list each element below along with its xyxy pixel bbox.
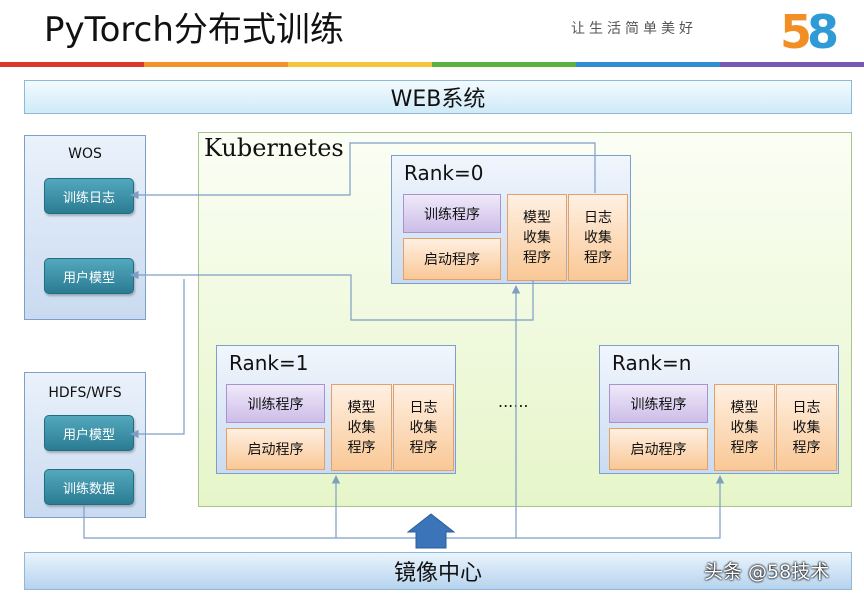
rank-n-log-collector: 日志 收集 程序 xyxy=(776,384,837,471)
hdfs-panel: HDFS/WFS 用户模型 训练数据 xyxy=(24,372,146,518)
rank-0-launcher: 启动程序 xyxy=(403,238,501,280)
slogan-text: 让生活简单美好 xyxy=(571,21,697,37)
stripe-segment xyxy=(144,62,288,67)
header-stripe xyxy=(0,62,864,67)
rank-1-model-collector-label: 模型 收集 程序 xyxy=(347,399,376,456)
rank-0-log-collector-label: 日志 收集 程序 xyxy=(584,209,612,266)
wos-training-log: 训练日志 xyxy=(44,178,134,214)
watermark: 头条 @58技术 xyxy=(704,561,830,583)
web-system-bar: WEB系统 xyxy=(24,80,852,114)
rank-n-train-label: 训练程序 xyxy=(630,396,687,413)
rank-n-log-collector-label: 日志 收集 程序 xyxy=(792,399,821,456)
rank-1-model-collector: 模型 收集 程序 xyxy=(331,384,392,471)
svg-text:5: 5 xyxy=(780,5,812,54)
rank-1-log-collector-label: 日志 收集 程序 xyxy=(409,399,438,456)
rank-1-train-label: 训练程序 xyxy=(247,396,304,413)
rank-1-train-program: 训练程序 xyxy=(226,384,325,423)
rank-n-launcher: 启动程序 xyxy=(609,428,708,470)
rank-1-launcher-label: 启动程序 xyxy=(247,442,304,458)
rank-0-model-collector-label: 模型 收集 程序 xyxy=(523,209,551,266)
rank-0-launcher-label: 启动程序 xyxy=(424,252,480,268)
hdfs-training-data: 训练数据 xyxy=(44,469,134,505)
wos-user-model-label: 用户模型 xyxy=(62,270,115,286)
rank-n-model-collector: 模型 收集 程序 xyxy=(714,384,775,471)
kubernetes-label: Kubernetes xyxy=(204,134,344,162)
stripe-segment xyxy=(0,62,144,67)
rank-n-node: Rank=n 训练程序 启动程序 模型 收集 程序 日志 收集 程序 xyxy=(599,345,839,474)
big-up-arrow-icon xyxy=(406,513,456,549)
rank-0-title: Rank=0 xyxy=(404,161,484,185)
svg-text:8: 8 xyxy=(807,5,838,54)
rank-n-launcher-label: 启动程序 xyxy=(630,442,687,458)
stripe-segment xyxy=(288,62,432,67)
rank-1-node: Rank=1 训练程序 启动程序 模型 收集 程序 日志 收集 程序 xyxy=(216,345,456,474)
rank-0-log-collector: 日志 收集 程序 xyxy=(568,194,628,281)
wos-user-model: 用户模型 xyxy=(44,258,134,294)
rank-1-log-collector: 日志 收集 程序 xyxy=(393,384,454,471)
rank-0-train-program: 训练程序 xyxy=(403,194,501,233)
rank-n-train-program: 训练程序 xyxy=(609,384,708,423)
stripe-segment xyxy=(432,62,576,67)
wos-training-log-label: 训练日志 xyxy=(62,190,115,206)
rank-0-node: Rank=0 训练程序 启动程序 模型 收集 程序 日志 收集 程序 xyxy=(391,155,631,284)
image-center-bar: 镜像中心 xyxy=(24,552,852,590)
logo-58: 5 8 xyxy=(780,5,838,54)
hdfs-training-data-label: 训练数据 xyxy=(62,481,115,497)
stripe-segment xyxy=(720,62,864,67)
hdfs-user-model-label: 用户模型 xyxy=(62,427,115,443)
wos-panel: WOS 训练日志 用户模型 xyxy=(24,135,146,320)
hdfs-title: HDFS/WFS xyxy=(48,385,122,401)
page-title: PyTorch分布式训练 xyxy=(44,10,344,50)
more-ranks-ellipsis: ...... xyxy=(498,392,529,411)
rank-n-title: Rank=n xyxy=(612,351,692,375)
web-system-label: WEB系统 xyxy=(390,87,486,112)
rank-0-model-collector: 模型 收集 程序 xyxy=(507,194,567,281)
rank-0-train-label: 训练程序 xyxy=(424,206,480,223)
stripe-segment xyxy=(576,62,720,67)
rank-1-launcher: 启动程序 xyxy=(226,428,325,470)
rank-n-model-collector-label: 模型 收集 程序 xyxy=(730,399,759,456)
rank-1-title: Rank=1 xyxy=(229,351,309,375)
wos-title: WOS xyxy=(68,146,102,162)
hdfs-user-model: 用户模型 xyxy=(44,415,134,451)
image-center-label: 镜像中心 xyxy=(393,561,482,586)
